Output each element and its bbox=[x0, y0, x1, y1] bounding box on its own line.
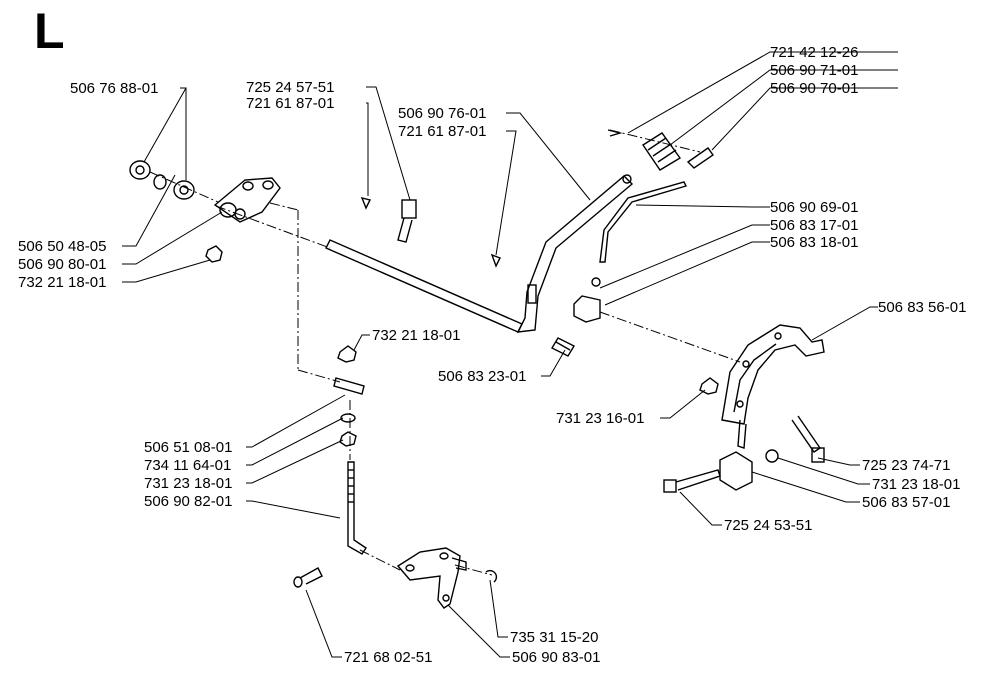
part-label: 734 11 64-01 bbox=[144, 457, 232, 474]
part-label: 721 61 87-01 bbox=[398, 123, 487, 140]
bracket-part bbox=[213, 177, 281, 223]
part-label: 721 61 87-01 bbox=[246, 95, 335, 112]
bolt-part bbox=[397, 199, 417, 243]
part-label: 506 51 08-01 bbox=[144, 439, 233, 456]
rod-part bbox=[599, 181, 687, 263]
washer-part bbox=[340, 413, 356, 423]
part-label: 721 42 12-26 bbox=[770, 44, 859, 61]
part-label: 506 83 17-01 bbox=[770, 217, 859, 234]
nut-part bbox=[205, 245, 223, 263]
part-label: 506 90 71-01 bbox=[770, 62, 859, 79]
part-label: 732 21 18-01 bbox=[18, 274, 107, 291]
part-label: 731 23 16-01 bbox=[556, 410, 645, 427]
bolt-part-right bbox=[791, 415, 825, 463]
knob-part bbox=[591, 277, 601, 287]
hairpin-clip-part bbox=[293, 567, 323, 588]
nut-part-right bbox=[699, 377, 719, 395]
bushing-part bbox=[129, 160, 195, 200]
split-pin-part bbox=[360, 129, 623, 268]
part-label: 725 24 57-51 bbox=[246, 79, 335, 96]
circlip-part bbox=[485, 569, 498, 583]
parts bbox=[129, 129, 825, 609]
part-label: 725 23 74-71 bbox=[862, 457, 951, 474]
part-label: 506 83 56-01 bbox=[878, 299, 967, 316]
pin-part bbox=[686, 147, 714, 169]
nut-part-lower bbox=[339, 431, 357, 447]
part-label: 506 90 80-01 bbox=[18, 256, 107, 273]
nut-part-right-2 bbox=[765, 449, 779, 463]
lever-bracket-part bbox=[396, 547, 467, 609]
part-label: 506 90 70-01 bbox=[770, 80, 859, 97]
part-label: 725 24 53-51 bbox=[724, 517, 813, 534]
part-label: 506 90 82-01 bbox=[144, 493, 233, 510]
spring-part-small bbox=[551, 337, 575, 357]
block-part bbox=[573, 295, 601, 323]
shaft-part bbox=[325, 174, 634, 333]
part-label: 732 21 18-01 bbox=[372, 327, 461, 344]
part-label: 506 90 69-01 bbox=[770, 199, 859, 216]
part-label: 721 68 02-51 bbox=[344, 649, 433, 666]
section-letter: L bbox=[34, 3, 65, 59]
part-label: 506 76 88-01 bbox=[70, 80, 159, 97]
pin-part-center bbox=[333, 377, 365, 395]
part-label: 506 90 83-01 bbox=[512, 649, 601, 666]
part-label: 731 23 18-01 bbox=[872, 476, 961, 493]
quadrant-part bbox=[721, 324, 825, 449]
part-label: 735 31 15-20 bbox=[510, 629, 599, 646]
nut-part-center bbox=[337, 345, 357, 363]
clamp-block-part bbox=[719, 451, 753, 491]
part-label: 506 83 23-01 bbox=[438, 368, 527, 385]
threaded-rod-part bbox=[347, 461, 367, 555]
part-label: 506 83 18-01 bbox=[770, 234, 859, 251]
part-label: 506 90 76-01 bbox=[398, 105, 487, 122]
part-label: 506 83 57-01 bbox=[862, 494, 951, 511]
part-label: 506 50 48-05 bbox=[18, 238, 107, 255]
bolt-part-lower bbox=[663, 469, 721, 493]
leader-lines bbox=[122, 51, 898, 658]
part-label: 731 23 18-01 bbox=[144, 475, 233, 492]
spring-part bbox=[642, 132, 682, 171]
